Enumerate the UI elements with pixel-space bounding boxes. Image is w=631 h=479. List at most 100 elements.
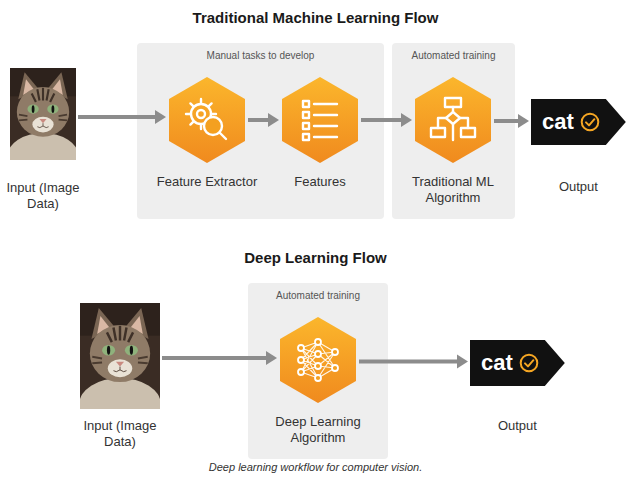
- flow-arrow: [248, 113, 279, 127]
- hexagon-icon-part: [332, 349, 338, 355]
- arrow-head: [266, 351, 277, 365]
- panel-heading: Automated training: [248, 283, 388, 302]
- process-hexagon: Deep Learning Algorithm: [256, 316, 380, 446]
- cat-photo-part: [113, 367, 126, 372]
- hexagon-icon-part: [169, 77, 245, 163]
- hexagon-icon-part: [303, 134, 309, 140]
- hexagon-icon-part: [315, 339, 321, 345]
- cat-photo-part: [32, 88, 55, 102]
- arrow-head: [401, 113, 412, 127]
- hexagon-icon-part: [303, 123, 309, 129]
- cat-photo-part: [10, 133, 76, 160]
- hexagon-icon-part: [445, 98, 461, 107]
- check-icon-part: [586, 119, 594, 125]
- hexagon-icon: [168, 76, 246, 164]
- cat-photo-part: [108, 359, 132, 377]
- diagram-title: Traditional Machine Learning Flow: [0, 9, 631, 26]
- panel-heading: Manual tasks to develop: [137, 43, 384, 62]
- cat-photo-part: [90, 325, 150, 382]
- hexagon-icon-part: [415, 77, 491, 163]
- cat-photo-part: [47, 104, 58, 113]
- cat-photo: [10, 68, 76, 160]
- hexagon-icon-part: [314, 136, 337, 138]
- cat-photo-part: [17, 87, 69, 137]
- hexagon-icon: [414, 76, 492, 164]
- process-label: Features: [260, 174, 380, 190]
- hexagon-icon-part: [315, 351, 321, 357]
- check-icon-part: [581, 114, 598, 131]
- arrow-head: [518, 114, 529, 128]
- flow-arrow: [359, 355, 468, 369]
- input-image-node: Input (Image Data): [80, 303, 160, 450]
- arrow-shaft: [361, 118, 402, 122]
- cat-photo-part: [27, 104, 38, 113]
- hexagon-icon-part: [197, 110, 205, 118]
- output-tag: cat: [470, 340, 565, 386]
- hexagon-icon: [279, 316, 357, 404]
- flow-arrow: [162, 351, 277, 365]
- panel-heading: Automated training: [392, 43, 515, 62]
- hexagon-icon-part: [186, 99, 226, 139]
- cat-photo-part: [37, 123, 48, 127]
- cat-photo-part: [116, 362, 124, 367]
- input-label: Input (Image Data): [2, 180, 84, 212]
- cat-photo-part: [107, 326, 133, 342]
- process-hexagon: Traditional ML Algorithm: [391, 76, 515, 206]
- output-label: Output: [559, 179, 598, 195]
- cat-photo-part: [130, 346, 133, 355]
- check-icon-part: [520, 355, 537, 372]
- hexagon-icon-part: [446, 112, 460, 124]
- hexagon-icon-part: [282, 77, 358, 163]
- hexagon-icon-part: [298, 357, 304, 363]
- arrow-head: [457, 355, 468, 369]
- arrow-shaft: [248, 118, 269, 122]
- hexagon-icon-part: [314, 125, 337, 127]
- hexagon-icon-part: [315, 375, 321, 381]
- cat-photo-part: [39, 119, 46, 123]
- output-class: cat: [542, 109, 574, 135]
- arrow-shaft: [162, 356, 267, 360]
- cat-photo-part: [102, 345, 115, 356]
- flow-arrow: [494, 114, 529, 128]
- check-icon-part: [525, 360, 533, 366]
- flow-arrow: [78, 110, 166, 124]
- hexagon-icon-part: [314, 103, 337, 105]
- arrow-head: [155, 110, 166, 124]
- stage-panel: Manual tasks to developFeature Extractor…: [137, 43, 384, 219]
- cat-photo: [80, 303, 160, 409]
- cat-photo-part: [51, 105, 54, 113]
- figure-caption: Deep learning workflow for computer visi…: [0, 461, 631, 473]
- flow-arrow: [361, 113, 412, 127]
- input-image-node: Input (Image Data): [10, 68, 76, 212]
- hexagon-icon-part: [280, 317, 356, 403]
- hexagon-icon-part: [314, 114, 337, 116]
- section-heading: Deep Learning Flow: [0, 249, 631, 266]
- hexagon-icon-part: [303, 101, 337, 140]
- input-label: Input (Image Data): [79, 418, 161, 450]
- hexagon-icon-part: [332, 365, 338, 371]
- hexagon-icon-part: [298, 369, 304, 375]
- hexagon-icon-part: [431, 98, 475, 140]
- check-icon: [519, 353, 539, 373]
- arrow-shaft: [78, 115, 156, 119]
- hexagon-icon-part: [461, 128, 475, 137]
- cat-photo-part: [32, 117, 53, 133]
- arrow-head: [268, 113, 279, 127]
- arrow-shaft: [494, 119, 519, 123]
- hexagon-icon-part: [303, 101, 309, 107]
- cat-photo-part: [80, 378, 160, 409]
- hexagon-icon: [281, 76, 359, 164]
- check-icon: [580, 112, 600, 132]
- cat-photo-part: [32, 105, 35, 113]
- output-tag-node: catOutput: [470, 340, 565, 434]
- hexagon-icon-part: [315, 363, 321, 369]
- hexagon-icon-part: [301, 342, 335, 378]
- hexagon-icon-part: [452, 124, 454, 140]
- cat-photo-part: [125, 345, 138, 356]
- hexagon-icon-part: [220, 133, 227, 140]
- hexagon-icon-part: [298, 345, 304, 351]
- output-tag-node: catOutput: [531, 99, 626, 195]
- process-label: Deep Learning Algorithm: [258, 414, 378, 446]
- arrow-shaft: [359, 360, 458, 364]
